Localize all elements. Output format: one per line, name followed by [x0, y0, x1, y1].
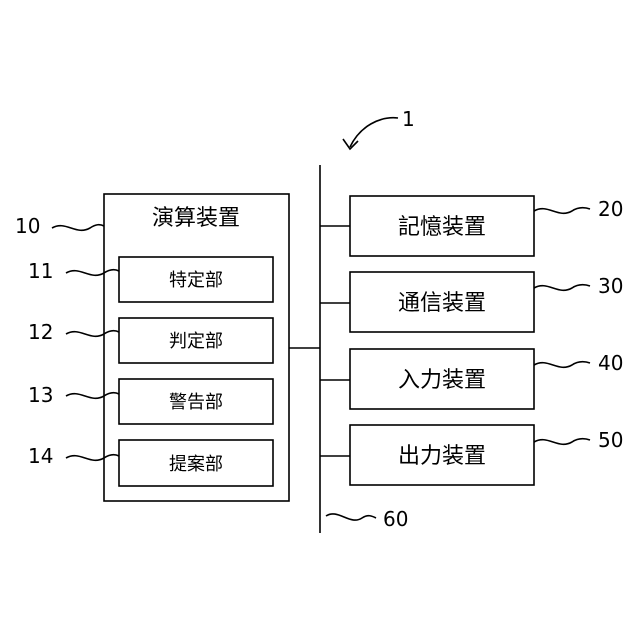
- unit-specifying-label: 特定部: [169, 270, 223, 291]
- unit-proposal-ref: 14: [28, 444, 53, 468]
- device-storage-label: 記憶装置: [398, 215, 486, 240]
- unit-warning-ref: 13: [28, 383, 53, 407]
- device-output-label: 出力装置: [398, 444, 486, 469]
- unit-warning: 警告部 13: [28, 379, 273, 424]
- device-input-ref: 40: [598, 351, 623, 375]
- processor-ref-leader: [52, 225, 104, 231]
- device-communication-ref: 30: [598, 274, 623, 298]
- unit-warning-label: 警告部: [169, 392, 223, 413]
- unit-specifying: 特定部 11: [28, 257, 273, 302]
- unit-judging-ref: 12: [28, 320, 53, 344]
- device-input: 入力装置 40: [320, 349, 623, 409]
- unit-specifying-ref: 11: [28, 259, 53, 283]
- device-communication: 通信装置 30: [320, 272, 623, 332]
- unit-proposal: 提案部 14: [28, 440, 273, 486]
- device-output-ref: 50: [598, 428, 623, 452]
- device-input-label: 入力装置: [398, 368, 486, 393]
- unit-proposal-label: 提案部: [169, 454, 223, 475]
- system-ref-label: 1: [402, 107, 415, 131]
- device-communication-label: 通信装置: [398, 291, 486, 316]
- device-input-leader: [534, 362, 590, 368]
- bus-ref-label: 60: [383, 507, 408, 531]
- device-communication-leader: [534, 285, 590, 291]
- device-storage: 記憶装置 20: [320, 196, 623, 256]
- processor-ref-label: 10: [15, 214, 40, 238]
- device-storage-leader: [534, 208, 590, 214]
- bus-ref-leader: [326, 514, 376, 520]
- system-ref-arrowhead: [343, 139, 358, 149]
- unit-judging: 判定部 12: [28, 318, 273, 363]
- device-output: 出力装置 50: [320, 425, 623, 485]
- device-output-leader: [534, 439, 590, 445]
- device-storage-ref: 20: [598, 197, 623, 221]
- processor-label: 演算装置: [152, 206, 240, 231]
- unit-judging-label: 判定部: [169, 331, 223, 352]
